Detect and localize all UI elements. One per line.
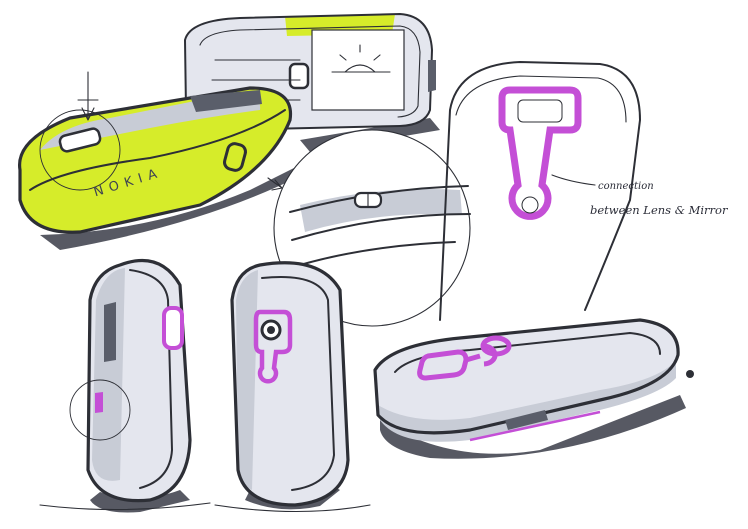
annotation-line-2: between Lens & Mirror xyxy=(590,203,728,217)
sketch-phone-side-view xyxy=(39,258,211,513)
sketch-back-panel-outline xyxy=(439,61,641,321)
annotation-line-1: connection xyxy=(598,181,654,192)
sketch-phone-flat-view xyxy=(373,318,694,459)
sketch-phone-back-view xyxy=(214,261,371,513)
sketch-phone-lime-side xyxy=(18,71,300,250)
